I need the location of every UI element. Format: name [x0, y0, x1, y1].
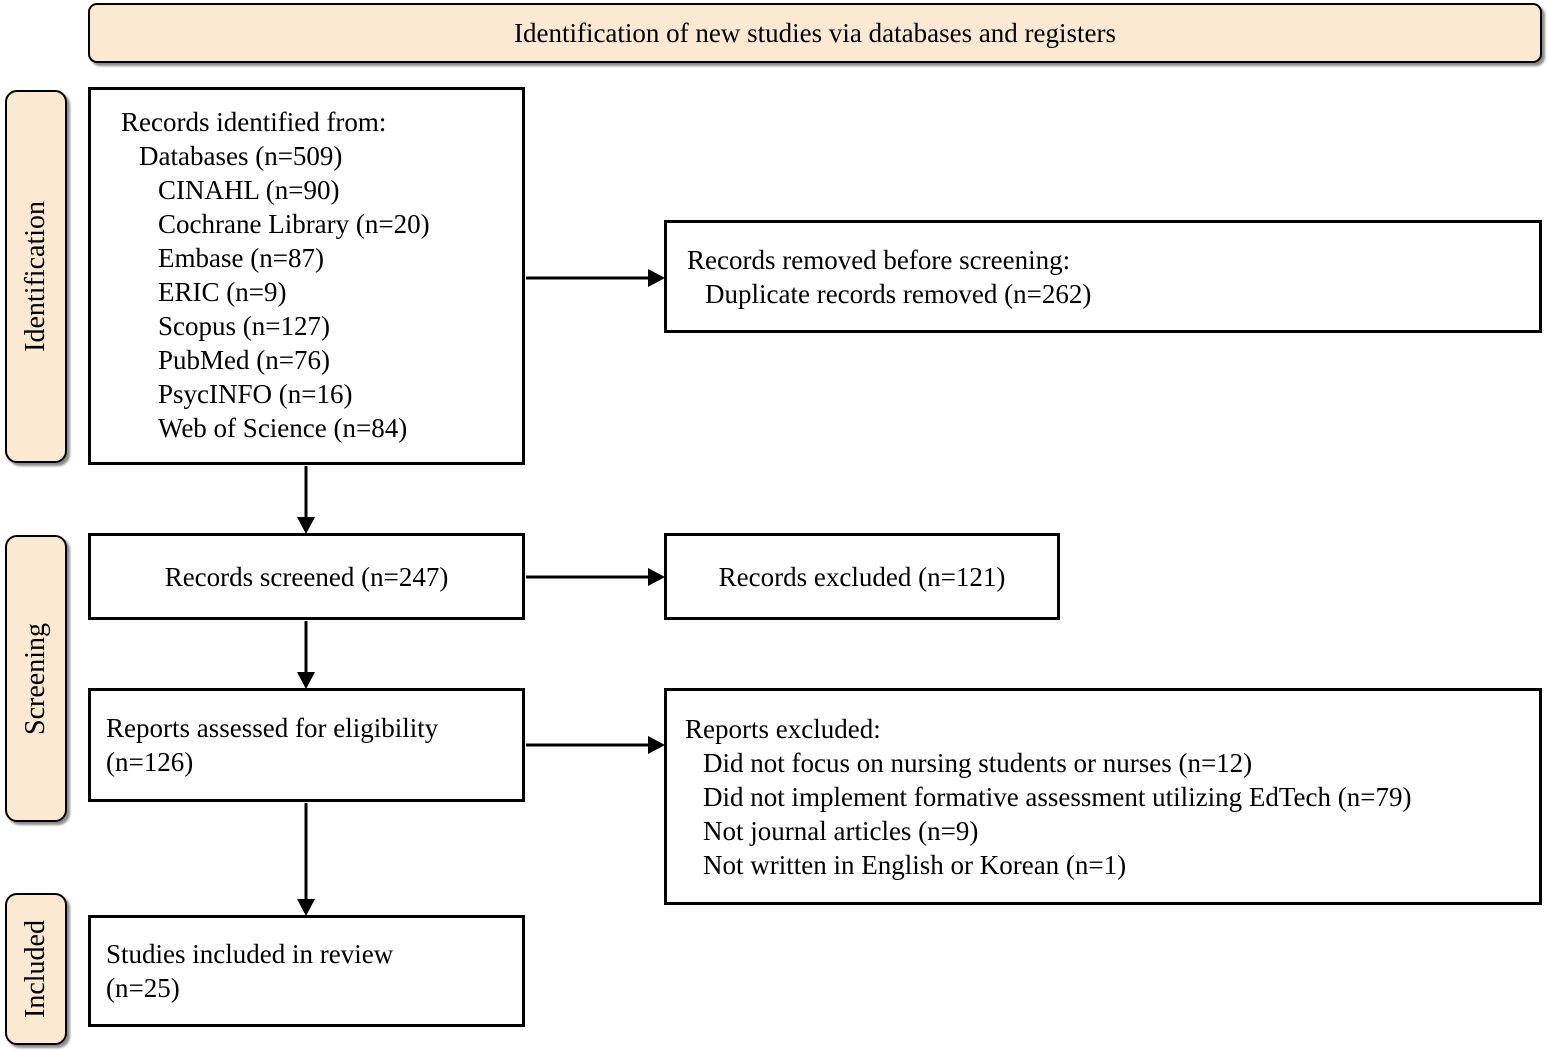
reports-assessed-line: Reports assessed for eligibility	[106, 713, 439, 743]
records-identified-line: CINAHL (n=90)	[158, 175, 340, 205]
records-identified-line: PsycINFO (n=16)	[158, 379, 353, 409]
reports-excluded-line: Not written in English or Korean (n=1)	[703, 849, 1127, 880]
records-identified-line: Embase (n=87)	[158, 243, 324, 273]
records-excluded-box: Records excluded (n=121)	[664, 533, 1060, 620]
phase-label-included-text: Included	[20, 920, 51, 1018]
records-identified-line: Scopus (n=127)	[158, 311, 330, 341]
arrow-identified-to-removed	[526, 269, 665, 287]
reports-assessed-box: Reports assessed for eligibility (n=126)	[88, 688, 525, 802]
records-identified-line: ERIC (n=9)	[158, 277, 287, 307]
phase-label-included: Included	[5, 893, 67, 1045]
reports-excluded-line: Did not implement formative assessment u…	[703, 781, 1412, 812]
arrow-screened-to-assessed	[297, 621, 315, 689]
arrow-assessed-to-included	[297, 803, 315, 916]
records-identified-line: Databases (n=509)	[139, 141, 343, 171]
records-identified-line: PubMed (n=76)	[158, 345, 330, 375]
banner: Identification of new studies via databa…	[88, 3, 1542, 63]
reports-excluded-line: Did not focus on nursing students or nur…	[703, 747, 1253, 778]
reports-assessed-line: (n=126)	[106, 747, 194, 777]
phase-label-identification: Identification	[5, 90, 67, 463]
records-identified-line: Web of Science (n=84)	[158, 413, 408, 443]
records-screened-label: Records screened (n=247)	[164, 561, 449, 592]
phase-label-identification-text: Identification	[20, 201, 51, 352]
arrow-screened-to-excluded	[526, 568, 665, 586]
records-screened-box: Records screened (n=247)	[88, 533, 525, 620]
phase-label-screening: Screening	[5, 535, 67, 822]
studies-included-line: Studies included in review	[106, 939, 394, 969]
banner-title: Identification of new studies via databa…	[513, 17, 1117, 48]
records-removed-line: Duplicate records removed (n=262)	[705, 278, 1092, 309]
records-excluded-label: Records excluded (n=121)	[718, 561, 1006, 592]
arrow-assessed-to-excluded	[526, 736, 665, 754]
reports-excluded-line: Reports excluded:	[685, 713, 881, 744]
studies-included-box: Studies included in review (n=25)	[88, 915, 525, 1027]
records-identified-line: Cochrane Library (n=20)	[158, 209, 430, 239]
arrow-identified-to-screened	[297, 466, 315, 534]
records-removed-box: Records removed before screening: Duplic…	[664, 220, 1542, 333]
studies-included-line: (n=25)	[106, 973, 180, 1003]
phase-label-screening-text: Screening	[20, 622, 51, 735]
records-removed-line: Records removed before screening:	[687, 244, 1071, 275]
reports-excluded-box: Reports excluded: Did not focus on nursi…	[664, 688, 1542, 905]
reports-excluded-line: Not journal articles (n=9)	[703, 815, 979, 846]
records-identified-line: Records identified from:	[121, 107, 387, 137]
records-identified-box: Records identified from: Databases (n=50…	[88, 87, 525, 465]
